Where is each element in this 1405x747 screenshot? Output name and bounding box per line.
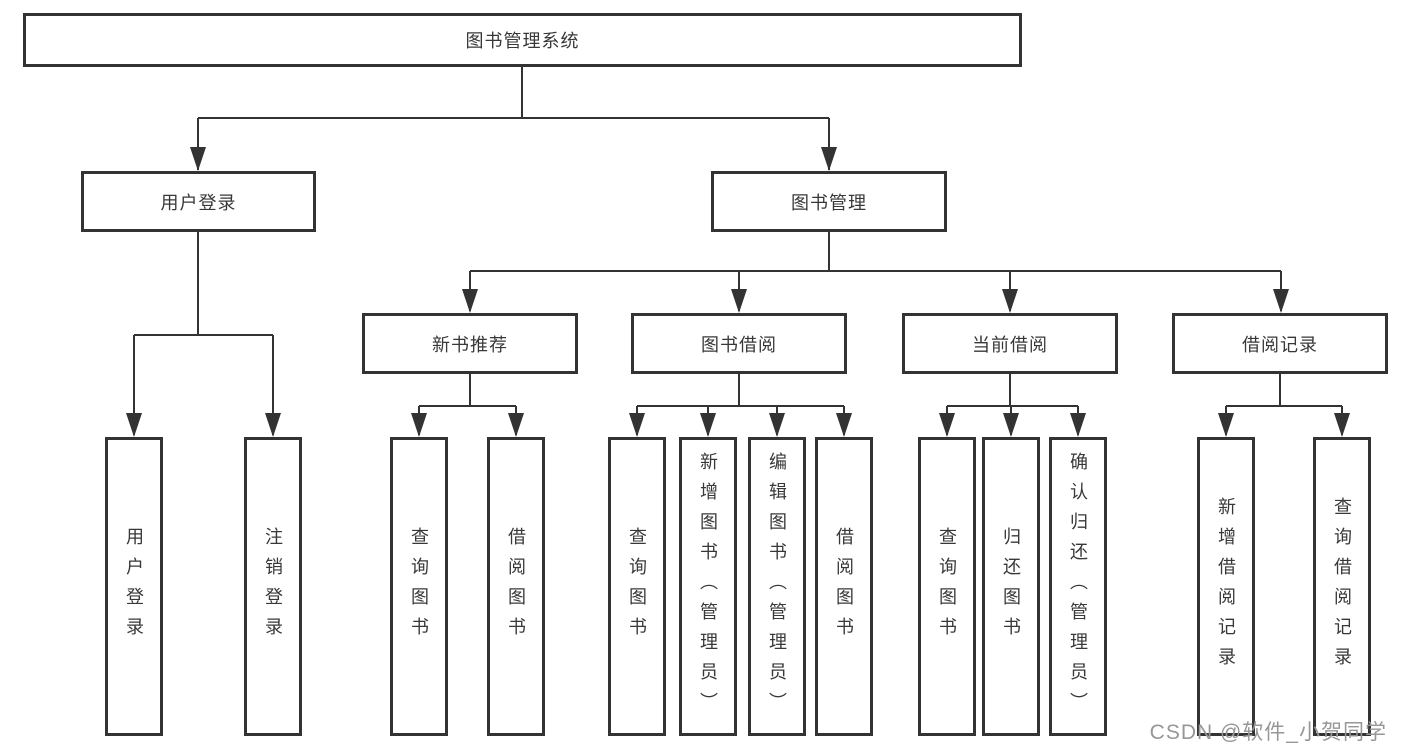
leaf-borrow-books-1-label: 借阅图书 [506,526,526,647]
node-book-borrowing: 图书借阅 [631,313,847,374]
node-root-label: 图书管理系统 [465,31,580,51]
arrowhead-icon [939,413,955,437]
leaf-user-login-label: 用户登录 [124,526,144,647]
leaf-query-books-2-label: 查询图书 [627,526,647,647]
leaf-confirm-return-admin: 确认归还（管理员） [1049,437,1107,736]
arrowhead-icon [700,413,716,437]
leaf-logout-label: 注销登录 [263,526,283,647]
leaf-user-login: 用户登录 [105,437,163,736]
leaf-add-borrow-record-label: 新增借阅记录 [1216,496,1236,677]
node-user-login-label: 用户登录 [160,192,237,213]
arrowhead-icon [126,413,142,437]
leaf-query-borrow-record: 查询借阅记录 [1313,437,1371,736]
node-book-management-label: 图书管理 [791,192,867,213]
arrowhead-icon [1003,413,1019,437]
arrowhead-icon [769,413,785,437]
node-new-book-recommend: 新书推荐 [362,313,578,374]
arrowhead-icon [1273,289,1289,313]
leaf-query-books-1-label: 查询图书 [409,526,429,647]
leaf-return-book: 归还图书 [982,437,1040,736]
node-borrowing-records-label: 借阅记录 [1242,334,1318,355]
arrowhead-icon [1218,413,1234,437]
leaf-add-book-admin: 新增图书（管理员） [679,437,737,736]
leaf-add-borrow-record: 新增借阅记录 [1197,437,1255,736]
arrowhead-icon [462,289,478,313]
arrowhead-icon [821,147,837,171]
leaf-query-books-1: 查询图书 [390,437,448,736]
arrowhead-icons [126,147,1350,437]
leaf-edit-book-admin-label: 编辑图书（管理员） [767,451,787,722]
arrowhead-icon [411,413,427,437]
node-current-borrowing: 当前借阅 [902,313,1118,374]
node-current-borrowing-label: 当前借阅 [972,334,1048,355]
leaf-query-books-3: 查询图书 [918,437,976,736]
connector-lines [133,67,1343,435]
leaf-query-books-2: 查询图书 [608,437,666,736]
arrowhead-icon [1002,289,1018,313]
leaf-query-borrow-record-label: 查询借阅记录 [1332,496,1352,677]
arrowhead-icon [629,413,645,437]
arrowhead-icon [731,289,747,313]
arrowhead-icon [508,413,524,437]
node-user-login: 用户登录 [81,171,316,232]
arrowhead-icon [1070,413,1086,437]
leaf-confirm-return-admin-label: 确认归还（管理员） [1068,451,1088,722]
leaf-borrow-books-1: 借阅图书 [487,437,545,736]
leaf-borrow-books-2-label: 借阅图书 [834,526,854,647]
leaf-borrow-books-2: 借阅图书 [815,437,873,736]
node-book-management: 图书管理 [711,171,947,232]
leaf-return-book-label: 归还图书 [1001,526,1021,647]
arrowhead-icon [190,147,206,171]
csdn-watermark: CSDN @软件_小贺同学 [1149,721,1387,744]
node-borrowing-records: 借阅记录 [1172,313,1388,374]
leaf-query-books-3-label: 查询图书 [937,526,957,647]
leaf-add-book-admin-label: 新增图书（管理员） [698,451,718,722]
leaf-logout: 注销登录 [244,437,302,736]
node-new-book-recommend-label: 新书推荐 [432,334,508,355]
node-root: 图书管理系统 [23,13,1022,67]
node-book-borrowing-label: 图书借阅 [701,334,777,355]
arrowhead-icon [1334,413,1350,437]
leaf-edit-book-admin: 编辑图书（管理员） [748,437,806,736]
arrowhead-icon [836,413,852,437]
arrowhead-icon [265,413,281,437]
